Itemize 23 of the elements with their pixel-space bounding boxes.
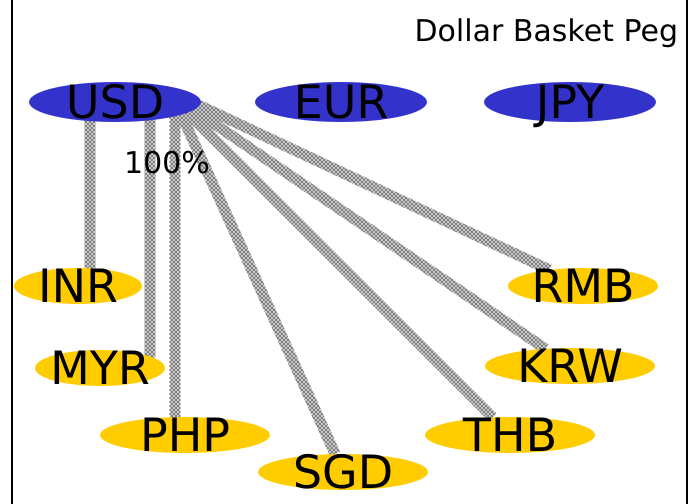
- currency-ellipse: [14, 268, 142, 304]
- currency-ellipse: [35, 350, 165, 386]
- currency-ellipse: [29, 82, 201, 122]
- currency-ellipse: [255, 82, 427, 122]
- currency-code: KRW: [517, 343, 623, 389]
- diagram-title: Dollar Basket Peg: [414, 14, 678, 49]
- currency-ellipse: [425, 417, 595, 453]
- currency-code: THB: [462, 412, 558, 458]
- currency-ellipse: [485, 348, 655, 384]
- currency-code: RMB: [531, 263, 635, 309]
- currency-code: JPY: [536, 79, 604, 125]
- connector-line: [170, 115, 180, 418]
- currency-ellipse: [100, 417, 270, 453]
- currency-code: USD: [66, 79, 164, 125]
- currency-code: EUR: [294, 79, 388, 125]
- currency-code: PHP: [140, 412, 230, 458]
- currency-code: MYR: [50, 345, 150, 391]
- currency-ellipse: [258, 454, 428, 490]
- currency-code: INR: [38, 263, 118, 309]
- percentage-label: 100%: [124, 146, 210, 181]
- connector-line: [84, 120, 96, 270]
- currency-code: SGD: [292, 449, 394, 495]
- currency-ellipse: [508, 268, 658, 304]
